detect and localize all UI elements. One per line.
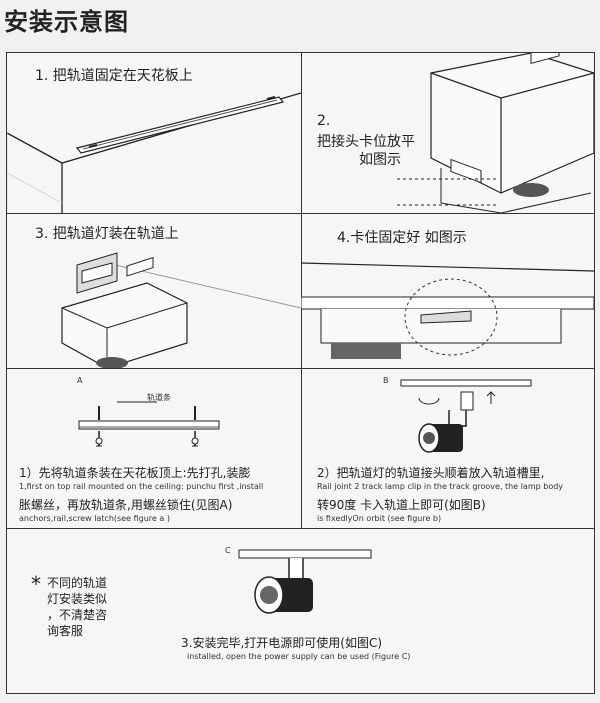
- figure-b-en-line2: is fixedlyOn orbit (see figure b): [317, 514, 442, 523]
- figure-a-drawing: [78, 401, 220, 447]
- figure-b-drawing: [400, 379, 532, 453]
- panel-figure-a: A 轨道条 1）先将轨道条装在天花板顶上:先打孔,装膨 1,first on t…: [7, 368, 302, 529]
- step-2-line1: 把接头卡位放平: [317, 134, 415, 150]
- panel-step-4: 4.卡住固定好 如图示: [301, 213, 594, 369]
- figure-c-en-line: installed, open the power supply can be …: [187, 652, 411, 661]
- rail-label: 轨道条: [147, 393, 171, 402]
- note-line4: 询客服: [47, 624, 84, 638]
- step-2-number: 2.: [317, 113, 331, 129]
- panel-step-3: 3. 把轨道灯装在轨道上: [7, 213, 302, 369]
- note-line3: ，不清楚咨: [47, 608, 108, 622]
- figure-a-label: A: [77, 376, 83, 385]
- note-star: *: [31, 572, 41, 596]
- note-line2: 灯安装类似: [47, 592, 108, 606]
- figure-a-en-line2: anchors,rail,screw latch(see figure a ): [19, 514, 170, 523]
- figure-c-drawing: [238, 549, 372, 614]
- panel-step-2: 2. 把接头卡位放平 如图示: [301, 53, 594, 214]
- step-3-caption: 3. 把轨道灯装在轨道上: [35, 226, 179, 242]
- locked-rail-drawing: [301, 262, 594, 359]
- ceiling-rail-drawing: [7, 92, 301, 213]
- lamp-mount-drawing: [61, 252, 301, 368]
- panel-figure-b: B 2）把轨道灯的轨道接头顺着放入轨道槽里, Rail joint 2 trac…: [301, 368, 594, 529]
- figure-b-cn-line1: 2）把轨道灯的轨道接头顺着放入轨道槽里,: [317, 466, 545, 480]
- figure-c-label: C: [225, 546, 231, 555]
- step-1-caption: 1. 把轨道固定在天花板上: [35, 68, 193, 84]
- figure-b-cn-line2: 转90度 卡入轨道上即可(如图B): [317, 498, 486, 512]
- note-line1: 不同的轨道: [47, 576, 108, 590]
- rail-adapter-drawing: [397, 53, 594, 213]
- figure-a-cn-line2: 胀螺丝，再放轨道条,用螺丝锁住(见图A): [19, 498, 233, 512]
- figure-b-en-line1: Rail joint 2 track lamp clip in the trac…: [317, 482, 564, 491]
- step-4-caption: 4.卡住固定好 如图示: [337, 230, 467, 246]
- instruction-frame: 1. 把轨道固定在天花板上 2. 把接头卡位放平 如图示 3. 把轨道灯装在轨道…: [6, 52, 595, 694]
- figure-c-cn-line: 3.安装完毕,打开电源即可使用(如图C): [181, 636, 383, 650]
- page-title: 安装示意图: [4, 8, 129, 36]
- step-2-line2: 如图示: [359, 152, 401, 168]
- figure-a-cn-line1: 1）先将轨道条装在天花板顶上:先打孔,装膨: [19, 466, 251, 480]
- figure-b-label: B: [383, 376, 389, 385]
- panel-step-1: 1. 把轨道固定在天花板上: [7, 53, 302, 214]
- panel-figure-c: C * 不同的轨道 灯安装类似 ，不清楚咨 询客服 3.安装完毕,打开电源即可使…: [7, 528, 594, 693]
- figure-a-en-line1: 1,first on top rail mounted on the ceili…: [19, 482, 264, 491]
